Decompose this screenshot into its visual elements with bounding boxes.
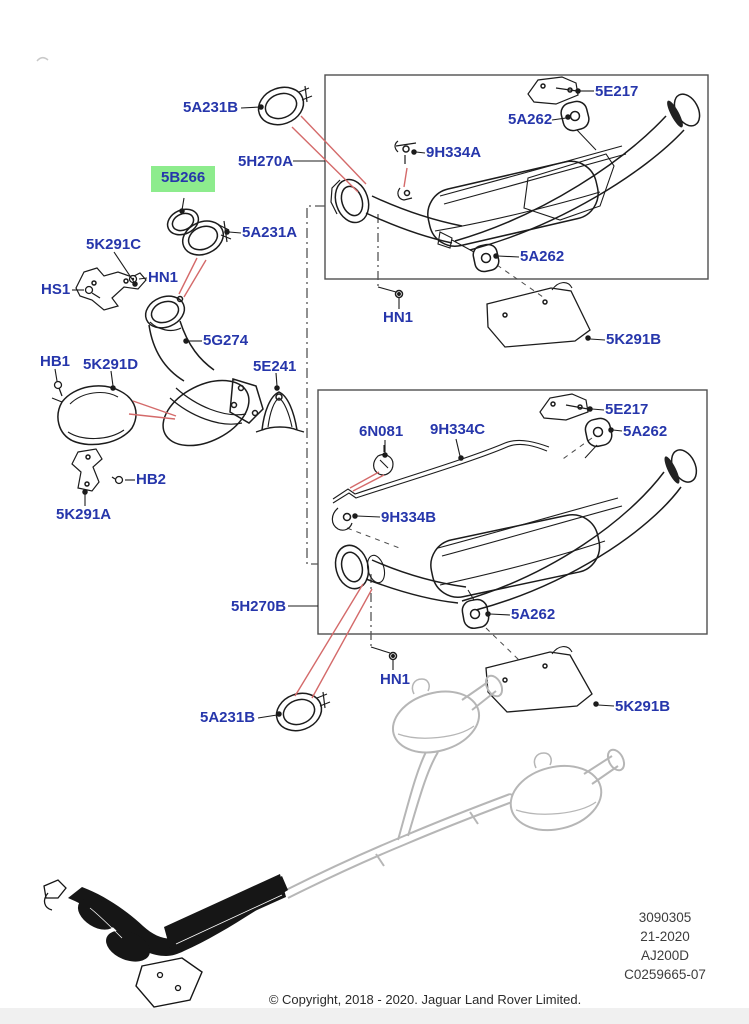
- callout-5K291B-box2[interactable]: 5K291B: [615, 698, 671, 715]
- detail-boxes: [317, 74, 709, 635]
- callout-9H334C[interactable]: 9H334C: [430, 421, 486, 438]
- callout-5E241[interactable]: 5E241: [253, 358, 297, 375]
- callout-5B266-highlighted[interactable]: 5B266: [151, 166, 216, 192]
- callout-5K291A[interactable]: 5K291A: [56, 506, 112, 523]
- callout-5K291B-box1[interactable]: 5K291B: [606, 331, 662, 348]
- box1-silencer-art: [330, 76, 701, 348]
- callout-5H270A[interactable]: 5H270A: [238, 153, 294, 170]
- footer-band: [0, 1008, 749, 1024]
- callout-5K291C[interactable]: 5K291C: [86, 236, 142, 253]
- callout-6N081[interactable]: 6N081: [359, 423, 404, 440]
- callout-5E217-box1[interactable]: 5E217: [595, 83, 639, 100]
- fasteners-art: [53, 274, 138, 485]
- dashed-locators: [346, 264, 593, 662]
- ref-frame-number: 3090305: [638, 910, 692, 925]
- callout-HN1-box1[interactable]: HN1: [383, 309, 414, 326]
- callout-5A262-box1-top[interactable]: 5A262: [508, 111, 553, 128]
- callout-5A231B-top[interactable]: 5A231B: [183, 99, 239, 116]
- ref-revision: 21-2020: [640, 929, 690, 944]
- vband-clamps-art: [257, 85, 331, 732]
- callout-HB1[interactable]: HB1: [40, 353, 71, 370]
- callout-HB2[interactable]: HB2: [136, 471, 167, 488]
- callout-5A262-box2-bot[interactable]: 5A262: [511, 606, 556, 623]
- callout-5G274[interactable]: 5G274: [203, 332, 249, 349]
- callout-9H334B[interactable]: 9H334B: [381, 509, 437, 526]
- ref-drawing-number: C0259665-07: [624, 967, 706, 982]
- callout-5A231B-bottom[interactable]: 5A231B: [200, 709, 256, 726]
- projection-lines: [306, 205, 379, 647]
- reference-block: 3090305 21-2020 AJ200D C0259665-07: [598, 908, 732, 984]
- copyright-notice: © Copyright, 2018 - 2020. Jaguar Land Ro…: [268, 992, 582, 1007]
- callout-HN1-box2[interactable]: HN1: [380, 671, 411, 688]
- ref-engine-code: AJ200D: [640, 948, 690, 963]
- callout-HS1[interactable]: HS1: [41, 281, 71, 298]
- detail-box-2: [317, 389, 708, 635]
- callout-5A231A[interactable]: 5A231A: [242, 224, 298, 241]
- stray-mark: [36, 57, 49, 62]
- callout-5K291D[interactable]: 5K291D: [83, 356, 139, 373]
- red-pointer-lines: [128, 115, 408, 699]
- callout-5E217-box2[interactable]: 5E217: [605, 401, 649, 418]
- leader-lines: [54, 88, 623, 719]
- detail-box-1: [324, 74, 709, 280]
- callout-5A262-box2-top[interactable]: 5A262: [623, 423, 668, 440]
- box2-silencer-art: [331, 393, 698, 713]
- overview-art: [43, 674, 626, 1008]
- callout-5A262-box1-bot[interactable]: 5A262: [520, 248, 565, 265]
- callout-HN1-left[interactable]: HN1: [148, 269, 179, 286]
- downpipe-assembly-art: [51, 208, 305, 492]
- callout-5H270B[interactable]: 5H270B: [231, 598, 287, 615]
- callout-9H334A[interactable]: 9H334A: [426, 144, 482, 161]
